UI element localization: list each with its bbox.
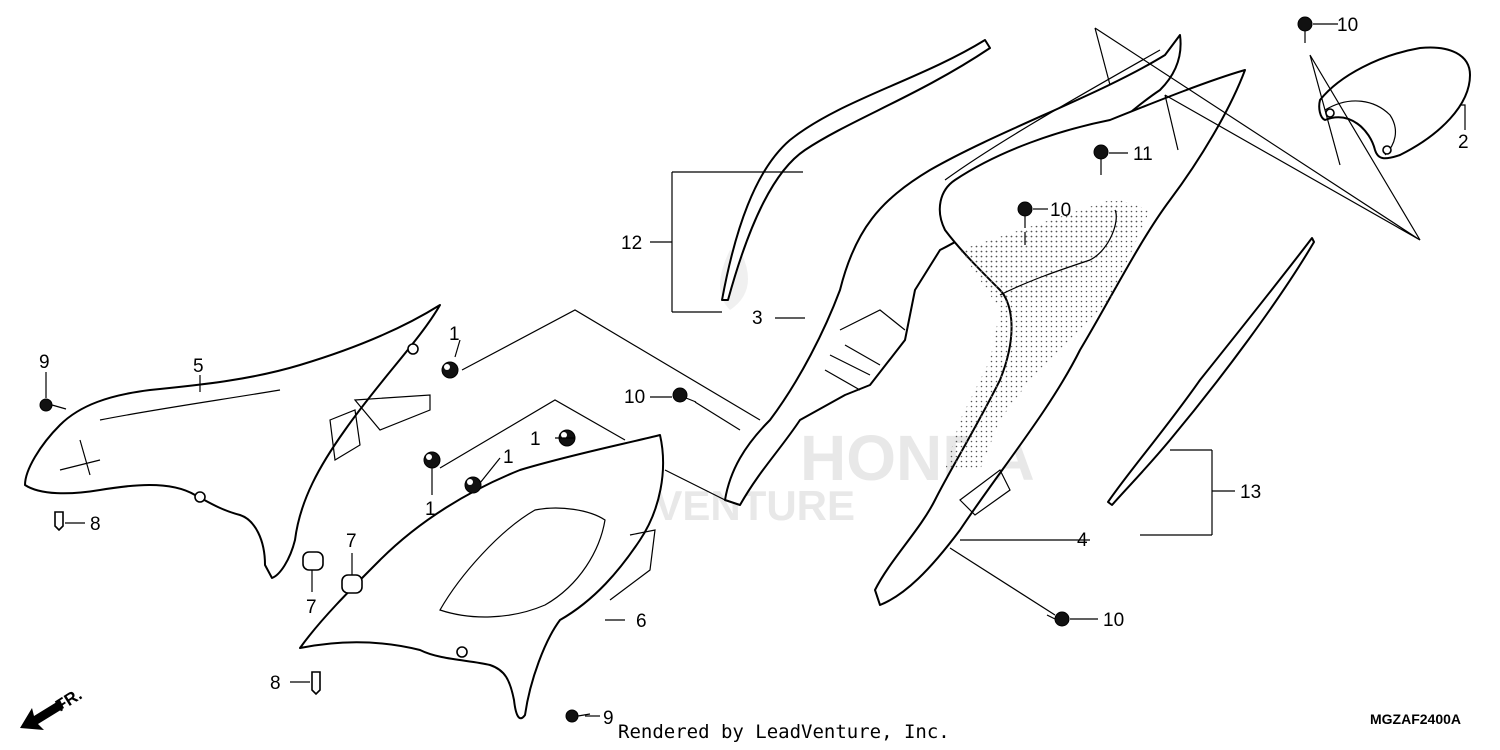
part-6-hole xyxy=(456,646,468,658)
callouts: 1 1 1 1 2 3 4 5 6 7 7 8 8 9 9 10 10 10 1… xyxy=(39,15,1469,729)
bolt-10-b[interactable] xyxy=(1297,16,1313,43)
part-12-stripe-decal[interactable] xyxy=(721,39,991,301)
screw-11[interactable] xyxy=(1093,144,1109,175)
callout-9-a: 9 xyxy=(39,352,50,373)
leader-lines xyxy=(45,23,1466,717)
bolt-10-a[interactable] xyxy=(672,387,697,403)
part-4-panel-line xyxy=(999,209,1117,296)
callout-10-c: 10 xyxy=(1050,200,1071,221)
diagram-code: MGZAF2400A xyxy=(1370,711,1461,727)
front-direction-indicator: FR. xyxy=(20,685,85,730)
part-5-hole xyxy=(194,491,206,503)
part-2-mount-hole-b xyxy=(1382,145,1392,155)
screw-8-a[interactable] xyxy=(54,511,64,532)
part-3-rib xyxy=(839,309,906,331)
grommet-1-b[interactable] xyxy=(423,451,441,469)
part-4-tab xyxy=(959,469,1011,516)
callout-1-c: 1 xyxy=(503,447,514,468)
callout-4: 4 xyxy=(1077,530,1088,551)
collar-7-a[interactable] xyxy=(302,551,324,571)
part-5-bracket xyxy=(329,409,361,461)
part-5-detail xyxy=(59,439,101,476)
part-5-left-side-cover[interactable] xyxy=(24,304,441,579)
part-4-texture-top xyxy=(960,200,1140,300)
bolt-9-b[interactable] xyxy=(565,709,591,723)
part-3-edge-line xyxy=(944,49,1161,181)
grommet-1-a[interactable] xyxy=(441,361,459,379)
callout-10-d: 10 xyxy=(1103,610,1124,631)
callout-5: 5 xyxy=(193,356,204,377)
callout-3: 3 xyxy=(752,308,763,329)
callout-8-b: 8 xyxy=(270,673,281,694)
callout-10-b: 10 xyxy=(1337,15,1358,36)
callout-13: 13 xyxy=(1240,482,1261,503)
callout-10-a: 10 xyxy=(624,387,645,408)
part-5-edge-line xyxy=(99,389,281,421)
callout-1-d: 1 xyxy=(530,429,541,450)
part-3-ribs xyxy=(824,344,881,391)
callout-1-a: 1 xyxy=(449,324,460,345)
part-2-inner-line xyxy=(1324,100,1397,156)
part-6-panel-recess xyxy=(439,507,606,618)
bolt-10-c[interactable] xyxy=(1017,201,1033,228)
callout-9-b: 9 xyxy=(603,708,614,729)
callout-8-a: 8 xyxy=(90,514,101,535)
bolt-9-a[interactable] xyxy=(39,398,67,412)
grommet-1-c[interactable] xyxy=(464,476,482,494)
part-13-stripe-decal[interactable] xyxy=(1107,237,1315,506)
callout-6: 6 xyxy=(636,611,647,632)
screw-8-b[interactable] xyxy=(311,671,321,696)
callout-12: 12 xyxy=(621,233,642,254)
callout-2: 2 xyxy=(1458,132,1469,153)
callout-1-b: 1 xyxy=(425,499,436,520)
front-arrow-icon xyxy=(20,700,64,730)
rendered-by-credit: Rendered by LeadVenture, Inc. xyxy=(618,721,950,743)
part-6-edge xyxy=(609,529,656,601)
callout-11: 11 xyxy=(1133,144,1153,165)
bolt-10-d[interactable] xyxy=(1046,611,1070,627)
callout-7-b: 7 xyxy=(306,597,317,618)
collar-7-b[interactable] xyxy=(341,574,363,594)
part-5-hole-b xyxy=(407,343,419,355)
part-6-right-side-cover[interactable] xyxy=(299,434,665,720)
part-5-tab xyxy=(353,394,431,431)
callout-7-a: 7 xyxy=(346,531,357,552)
